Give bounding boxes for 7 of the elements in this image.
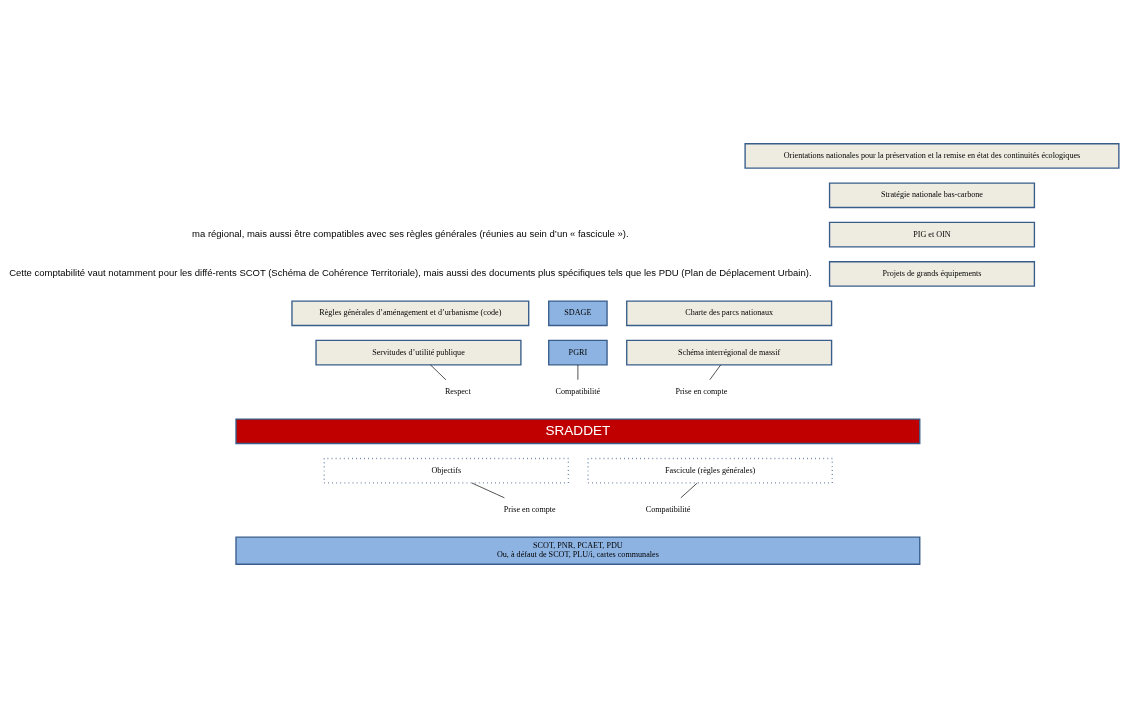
label: ma régional, mais aussi être compatibles avec ses règles générales (réunies au sein d’un « fascicule »). bbox=[192, 228, 629, 240]
connector bbox=[680, 482, 698, 499]
label: Cette comptabilité vaut notamment pour les diffé-rents SCOT (Schéma de Cohérence Territoriale), mais aussi des documents plus spécifiques tels que les PDU (Plan de Déplacement Urbain). bbox=[9, 267, 812, 279]
node-box: SRADDET bbox=[235, 418, 921, 445]
connector bbox=[709, 364, 721, 381]
connector bbox=[471, 482, 505, 499]
connector bbox=[430, 364, 447, 381]
